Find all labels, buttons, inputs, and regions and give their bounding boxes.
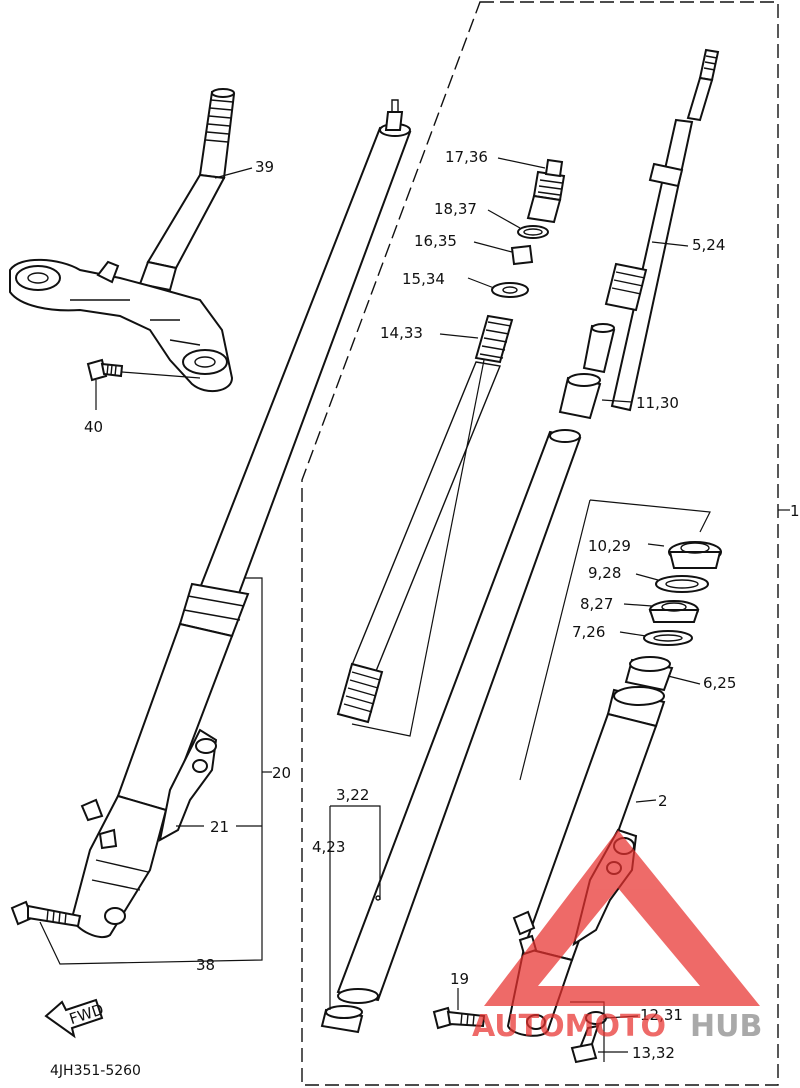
label-19: 19 [450, 970, 469, 988]
label-17-36: 17,36 [445, 148, 488, 166]
label-39: 39 [255, 158, 274, 176]
seal-components [519, 499, 722, 781]
label-12-31: 12,31 [640, 1006, 683, 1024]
part-labels: 39 40 17,36 18,37 16,35 15,34 14,33 5,24… [84, 148, 800, 1062]
label-4-23: 4,23 [312, 838, 345, 856]
damper-components [336, 158, 566, 737]
right-inner-tube-assembly [558, 48, 720, 420]
label-18-37: 18,37 [434, 200, 477, 218]
label-1: 1 [790, 502, 800, 520]
label-40: 40 [84, 418, 103, 436]
assembly-boundary [301, 1, 779, 1086]
label-10-29: 10,29 [588, 537, 631, 555]
label-14-33: 14,33 [380, 324, 423, 342]
label-16-35: 16,35 [414, 232, 457, 250]
left-fork-assembly [70, 99, 412, 938]
steering-stem-assembly [9, 88, 236, 393]
label-3-22: 3,22 [336, 786, 369, 804]
automotohub-watermark: AUTOMOTO HUB [472, 830, 762, 1044]
watermark-text-automoto: AUTOMOTO [472, 1009, 666, 1044]
label-6-25: 6,25 [703, 674, 736, 692]
bolt-38 [10, 900, 82, 928]
fwd-arrow-icon: FWD [44, 998, 106, 1039]
middle-tube-assembly [320, 429, 582, 1034]
diagram-code: 4JH351-5260 [50, 1063, 141, 1079]
label-5-24: 5,24 [692, 236, 725, 254]
label-8-27: 8,27 [580, 595, 613, 613]
bolt-40 [86, 358, 124, 382]
label-13-32: 13,32 [632, 1044, 675, 1062]
label-21: 21 [210, 818, 229, 836]
bolt-19 [432, 1006, 486, 1030]
label-15-34: 15,34 [402, 270, 445, 288]
label-20: 20 [272, 764, 291, 782]
label-11-30: 11,30 [636, 394, 679, 412]
label-7-26: 7,26 [572, 623, 605, 641]
watermark-triangle-icon [484, 830, 760, 1006]
label-2: 2 [658, 792, 668, 810]
label-38: 38 [196, 956, 215, 974]
watermark-text-hub: HUB [690, 1009, 762, 1044]
leader-lines [39, 157, 701, 1053]
label-9-28: 9,28 [588, 564, 621, 582]
